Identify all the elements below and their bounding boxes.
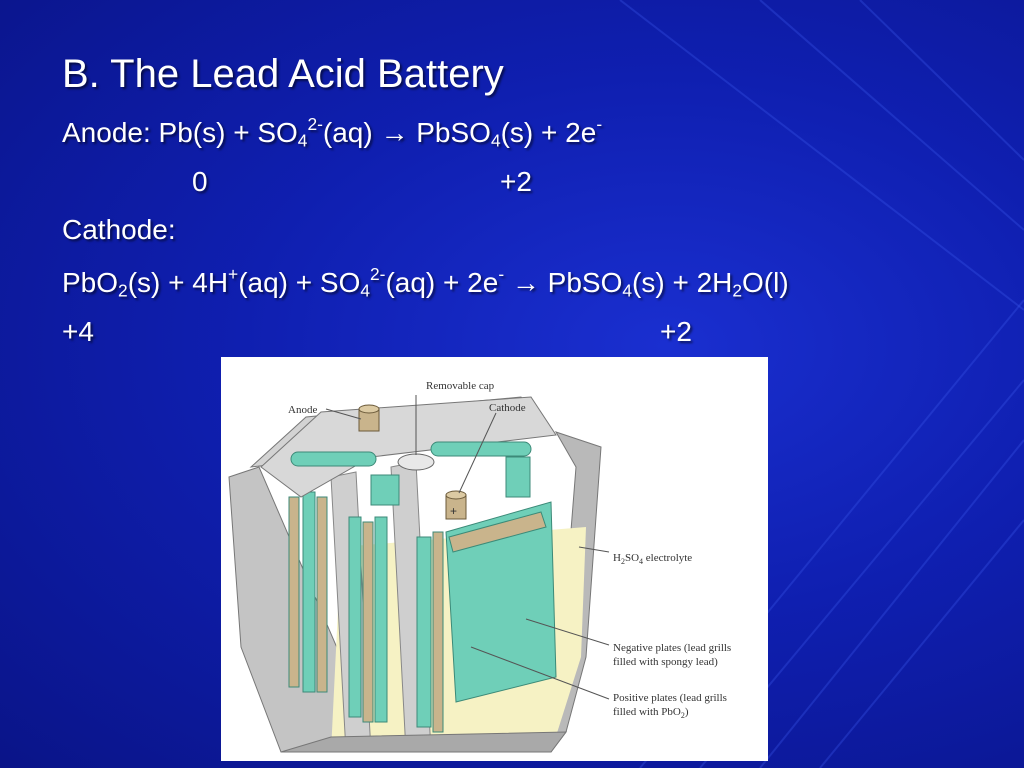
anode-equation: Anode: Pb(s) + SO42-(aq) → PbSO4(s) + 2e… xyxy=(62,114,602,151)
cathode-eq-p3: - xyxy=(498,264,505,284)
anode-eq-sup2: - xyxy=(596,114,603,134)
anode-eq-mid: (aq) → PbSO xyxy=(322,117,491,149)
label-electrolyte: H2SO4 electrolyte xyxy=(613,552,692,566)
anode-eq-sup1: 2- xyxy=(307,114,323,134)
anode-eq-suffix: (s) + 2e xyxy=(500,117,597,149)
cathode-eq-t3: (aq) + SO xyxy=(238,267,361,299)
cathode-eq-t7: O(l) xyxy=(742,267,789,299)
cathode-eq-s2: 4 xyxy=(360,280,371,301)
cathode-eq-t4: (aq) + 2e xyxy=(385,267,499,299)
cathode-eq-s3: 4 xyxy=(622,280,633,301)
cathode-eq-t2: (s) + 4H xyxy=(127,267,229,299)
label-negative-2: filled with spongy lead) xyxy=(613,656,718,668)
cathode-oxidation-right: +2 xyxy=(660,316,692,347)
cathode-eq-s1: 2 xyxy=(118,280,128,301)
cathode-oxidation-left: +4 xyxy=(62,316,94,347)
label-anode: Anode xyxy=(288,404,317,416)
label-positive-2b: ) xyxy=(685,706,689,718)
anode-eq-sub2: 4 xyxy=(490,130,501,151)
anode-eq-prefix: Anode: Pb(s) + SO xyxy=(62,117,298,149)
anode-oxidation-left: 0 xyxy=(192,166,208,197)
label-electrolyte-a: H xyxy=(613,552,621,564)
cathode-eq-s4: 2 xyxy=(732,280,743,301)
cathode-eq-t6: (s) + 2H xyxy=(632,267,733,299)
cathode-eq-t5: → PbSO xyxy=(504,267,623,299)
anode-oxidation-right: +2 xyxy=(500,166,532,197)
label-positive-2s: 2 xyxy=(681,711,685,720)
label-negative-1: Negative plates (lead grills xyxy=(613,642,731,654)
plus-sign-label: + xyxy=(450,504,457,518)
label-positive-1: Positive plates (lead grills xyxy=(613,692,727,704)
label-positive-2a: filled with PbO xyxy=(613,706,681,718)
label-electrolyte-s2: 4 xyxy=(639,557,643,566)
cathode-equation: PbO2(s) + 4H+(aq) + SO42-(aq) + 2e- → Pb… xyxy=(62,264,789,301)
cathode-eq-t1: PbO xyxy=(62,267,119,299)
anode-eq-sub1: 4 xyxy=(297,130,308,151)
label-cathode: Cathode xyxy=(489,402,526,414)
cathode-label: Cathode: xyxy=(62,214,176,245)
slide-title: B. The Lead Acid Battery xyxy=(62,52,504,96)
label-positive-2: filled with PbO2) xyxy=(613,706,689,720)
label-removable-cap: Removable cap xyxy=(426,380,495,392)
label-electrolyte-c: electrolyte xyxy=(643,552,692,564)
battery-diagram: + Removable cap Anode Cathode H2SO4 elec… xyxy=(221,357,768,761)
cathode-eq-p1: + xyxy=(228,264,239,284)
label-electrolyte-s1: 2 xyxy=(621,557,625,566)
label-electrolyte-b: SO xyxy=(625,552,639,564)
cathode-eq-p2: 2- xyxy=(370,264,386,284)
battery-illustration: + Removable cap Anode Cathode H2SO4 elec… xyxy=(228,380,731,753)
